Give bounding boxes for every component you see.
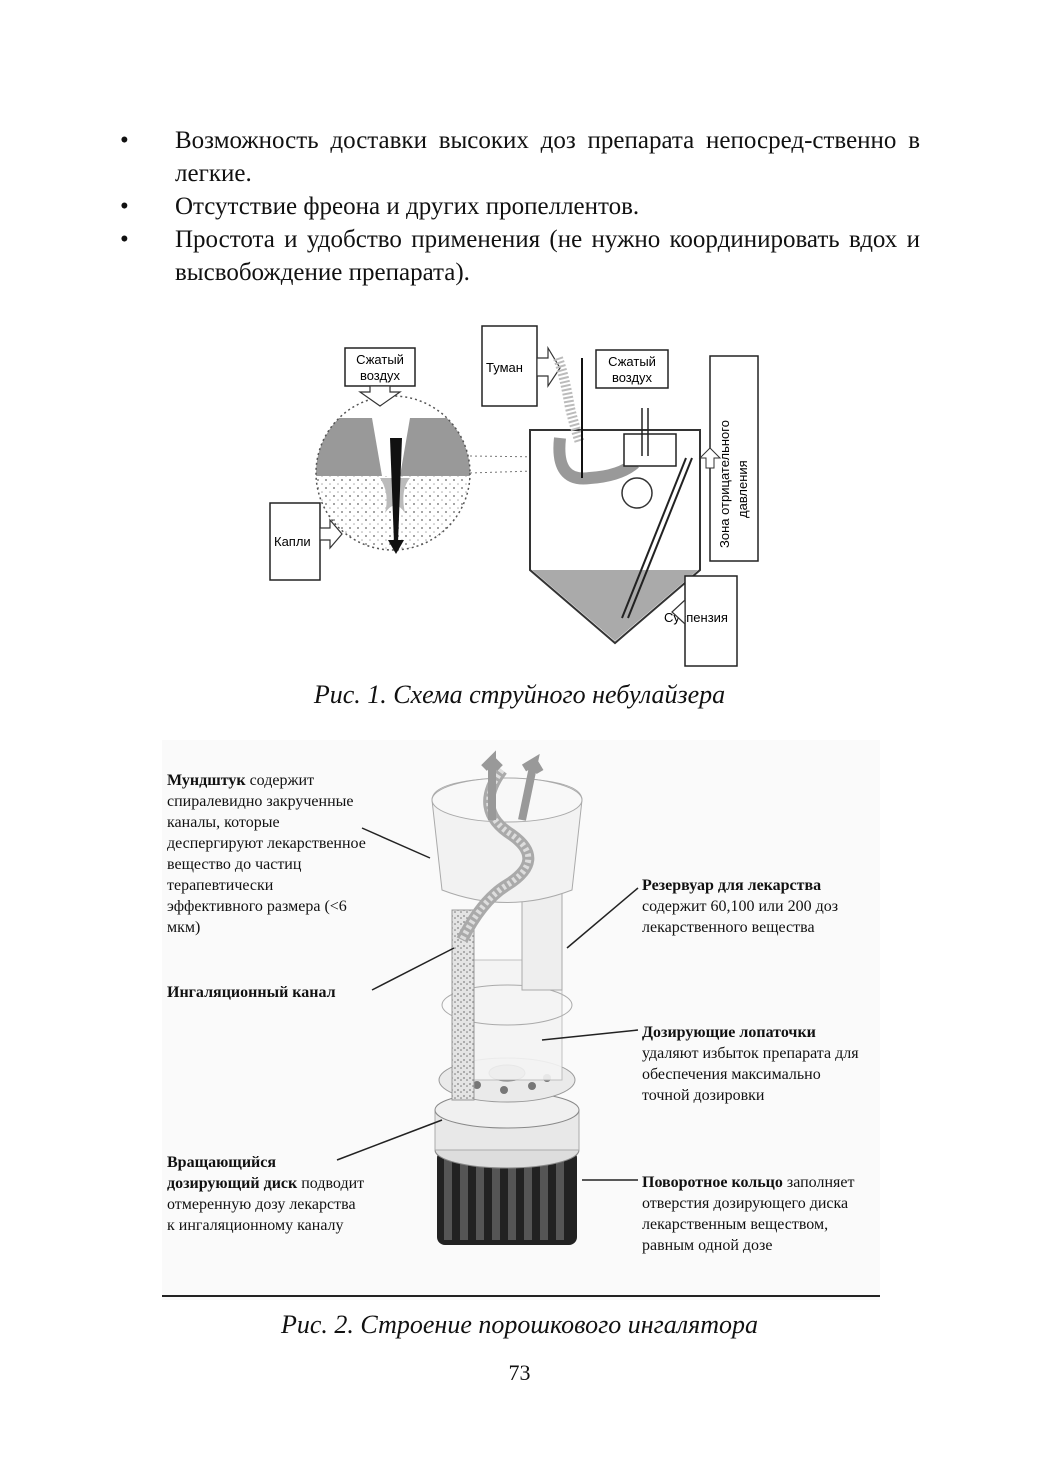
dosing-blades-callout: Дозирующие лопаточки удаляют избыток пре… bbox=[642, 1022, 872, 1106]
figure-1-caption: Рис. 1. Схема струйного небулайзера bbox=[0, 680, 1039, 710]
mouthpiece-callout: Мундштук содержит спиралевидно закрученн… bbox=[167, 770, 367, 938]
figure-1-nebulizer-diagram: Сжатый воздух Капли Туман Сжатый воздух … bbox=[260, 318, 780, 668]
bullet-item: •Возможность доставки высоких доз препар… bbox=[120, 124, 920, 190]
bullet-symbol: • bbox=[120, 223, 129, 256]
bullet-symbol: • bbox=[120, 124, 129, 157]
bullet-item: •Простота и удобство применения (не нужн… bbox=[120, 223, 920, 289]
bullet-symbol: • bbox=[120, 190, 129, 223]
mist-label: Туман bbox=[486, 360, 523, 375]
reservoir-callout: Резервуар для лекарства содержит 60,100 … bbox=[642, 875, 872, 938]
compressed-air-label-2b: воздух bbox=[612, 370, 653, 385]
droplets-label: Капли bbox=[274, 534, 311, 549]
compressed-air-label-1b: воздух bbox=[360, 368, 401, 383]
rotating-disc-callout: Вращающийся дозирующий диск подводит отм… bbox=[167, 1152, 367, 1236]
page-number: 73 bbox=[0, 1360, 1039, 1386]
nebulizer-chamber bbox=[530, 358, 700, 643]
inhaler-device bbox=[432, 760, 582, 1245]
bullet-item: •Отсутствие фреона и других пропеллентов… bbox=[120, 190, 920, 223]
compressed-air-label-1a: Сжатый bbox=[356, 352, 404, 367]
negative-pressure-label-1: Зона отрицательного bbox=[717, 420, 732, 548]
figure-2-inhaler-illustration: Мундштук содержит спиралевидно закрученн… bbox=[162, 740, 880, 1300]
bullet-list: •Возможность доставки высоких доз препар… bbox=[120, 124, 920, 289]
rotary-ring-callout: Поворотное кольцо заполняет отверстия до… bbox=[642, 1172, 872, 1256]
inhalation-channel-callout: Ингаляционный канал bbox=[167, 982, 377, 1003]
compressed-air-label-2a: Сжатый bbox=[608, 354, 656, 369]
figure-2-caption: Рис. 2. Строение порошкового ингалятора bbox=[0, 1310, 1039, 1340]
negative-pressure-label-2: давления bbox=[735, 460, 750, 518]
